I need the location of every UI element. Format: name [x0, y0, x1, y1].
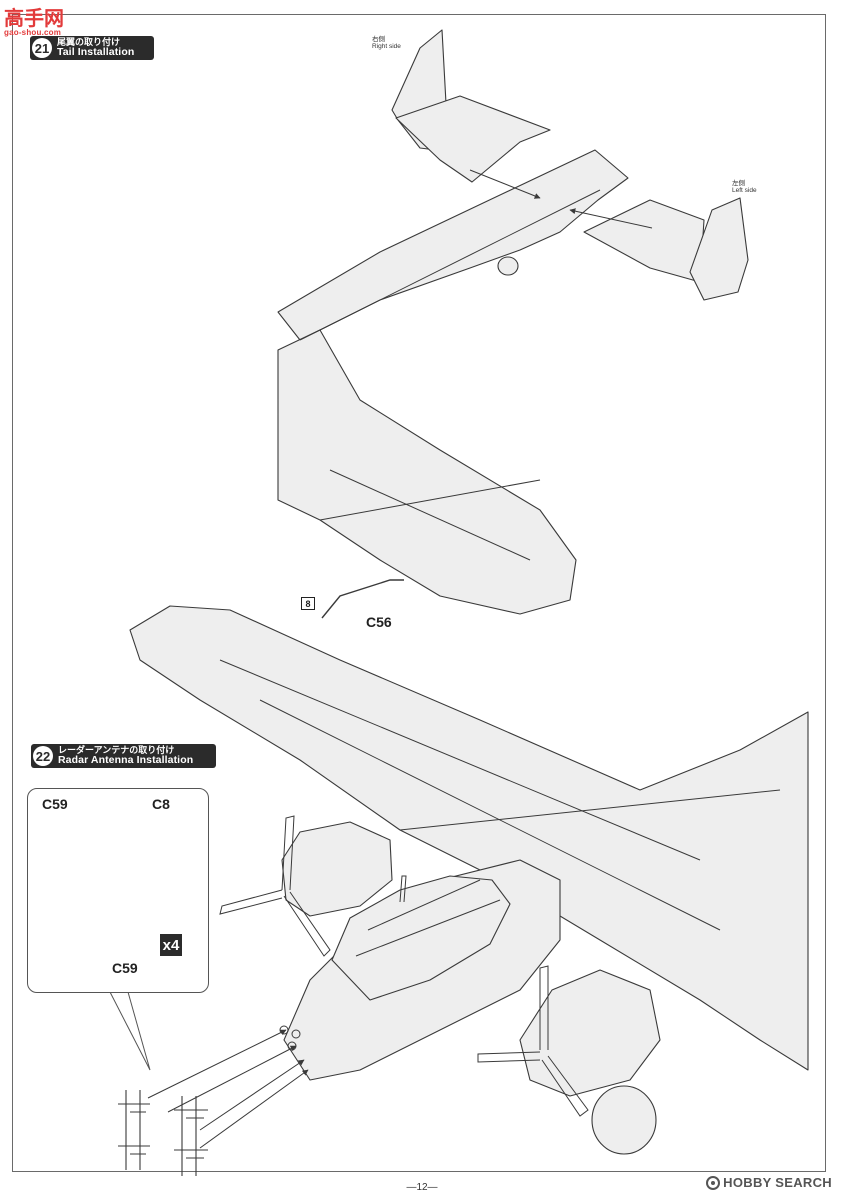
- c59-bottom-label: C59: [112, 960, 138, 976]
- watermark-logo: 高手网 gao-shou.com: [4, 2, 70, 40]
- left-side-label: 左側 Left side: [732, 180, 757, 194]
- right-engine-nacelle: [519, 969, 661, 1097]
- main-wheel: [591, 1085, 657, 1155]
- step-22-number: 22: [33, 746, 53, 766]
- step-22-title-jp: レーダーアンテナの取り付け: [58, 744, 175, 755]
- c8-label: C8: [152, 796, 170, 812]
- step-21-title-en: Tail Installation: [57, 46, 135, 59]
- radar-antenna-assemblies: [118, 1090, 208, 1176]
- left-engine-nacelle: [281, 821, 393, 917]
- right-side-label-en: Right side: [372, 43, 401, 51]
- step-21-title-jp: 尾翼の取り付け: [57, 36, 121, 47]
- left-side-label-jp: 左側: [732, 180, 745, 187]
- top-wing: [277, 329, 577, 615]
- source-logo: HOBBY SEARCH: [706, 1175, 832, 1190]
- step-21-header: 21 尾翼の取り付け Tail Installation: [30, 36, 154, 60]
- c56-part-shape: [321, 579, 404, 619]
- step-22-title-en: Radar Antenna Installation: [58, 754, 194, 767]
- left-tail-stabilizer: [583, 199, 705, 283]
- c56-label: C56: [366, 614, 392, 630]
- source-logo-text: HOBBY SEARCH: [723, 1175, 832, 1190]
- c56-sprue-mark: 8: [301, 597, 315, 610]
- page-number: —12—: [406, 1182, 438, 1193]
- radar-antenna-callout: [27, 788, 209, 993]
- left-propeller: [219, 815, 331, 957]
- right-side-label-jp: 右側: [372, 36, 385, 43]
- page-frame: [12, 14, 826, 1172]
- tail-wheel: [497, 256, 519, 276]
- right-tail-stabilizer: [395, 95, 551, 183]
- watermark-logo-text: 高手网: [4, 6, 64, 30]
- main-wing: [129, 605, 809, 1071]
- canopy: [331, 875, 511, 1001]
- c59-top-label: C59: [42, 796, 68, 812]
- left-tail-fin: [689, 197, 749, 301]
- right-side-label: 右側 Right side: [372, 36, 401, 50]
- callout-pointer: [109, 991, 151, 1071]
- step-22-header: 22 レーダーアンテナの取り付け Radar Antenna Installat…: [31, 744, 216, 768]
- left-side-label-en: Left side: [732, 187, 757, 195]
- right-propeller: [477, 965, 589, 1117]
- step-21-number: 21: [32, 38, 52, 58]
- quantity-x4-badge: x4: [160, 934, 182, 956]
- rear-fuselage: [277, 149, 629, 341]
- hobby-search-emblem-icon: [706, 1175, 721, 1190]
- watermark-logo-subtext: gao-shou.com: [4, 28, 62, 37]
